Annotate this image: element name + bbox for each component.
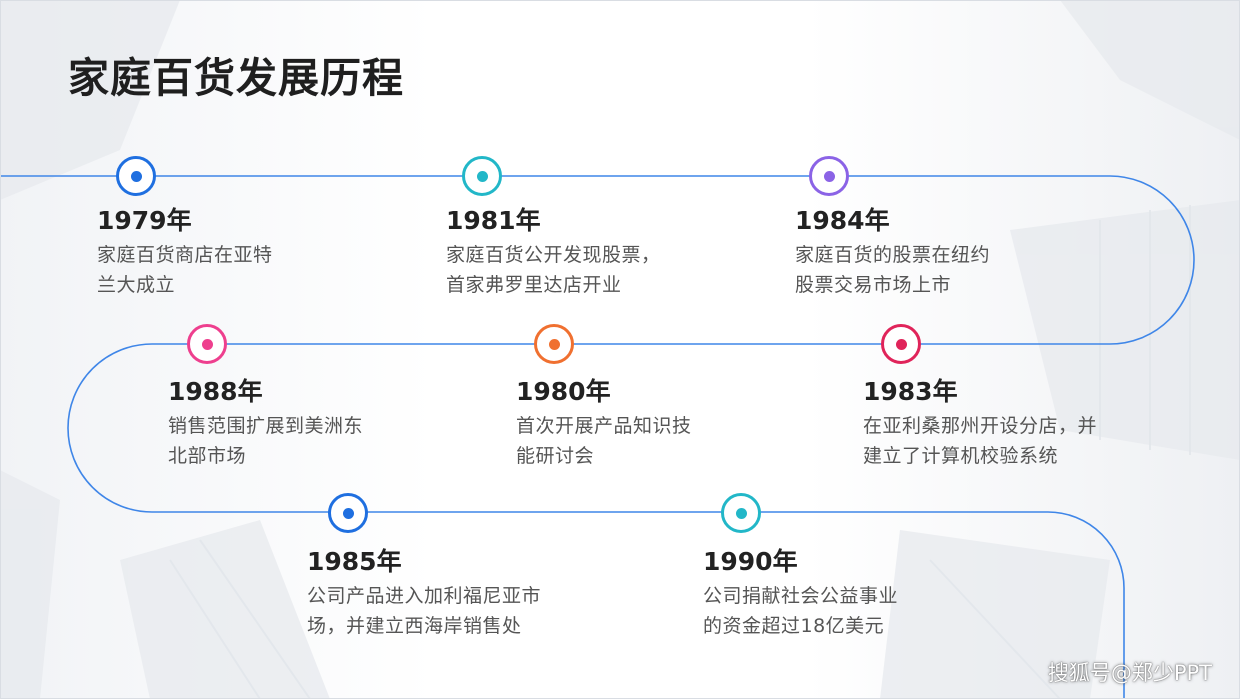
- milestone-description: 家庭百货的股票在纽约 股票交易市场上市: [795, 240, 990, 300]
- milestone-description-line: 在亚利桑那州开设分店，并: [863, 415, 1098, 437]
- milestone-year: 1988年: [168, 377, 263, 406]
- milestone-description-line: 能研讨会: [516, 445, 595, 467]
- milestone-description-line: 的资金超过18亿美元: [703, 615, 885, 637]
- node-dot: [895, 338, 907, 350]
- milestone-description: 公司捐献社会公益事业 的资金超过18亿美元: [703, 581, 898, 641]
- milestone-description: 销售范围扩展到美洲东 北部市场: [168, 411, 363, 471]
- milestone-1980: 1980年 首次开展产品知识技 能研讨会: [516, 377, 692, 471]
- timeline-node-1990: [721, 493, 761, 533]
- timeline-node-1985: [328, 493, 368, 533]
- milestone-description-line: 首家弗罗里达店开业: [446, 274, 622, 296]
- timeline-line: [0, 175, 1195, 699]
- page-title: 家庭百货发展历程: [68, 54, 404, 102]
- milestone-description: 公司产品进入加利福尼亚市 场，并建立西海岸销售处: [307, 581, 541, 641]
- node-dot: [201, 338, 213, 350]
- milestone-description-line: 场，并建立西海岸销售处: [307, 615, 522, 637]
- milestone-year: 1990年: [703, 547, 798, 576]
- timeline-node-1980: [534, 324, 574, 364]
- milestone-year: 1979年: [97, 206, 192, 235]
- node-dot: [476, 170, 488, 182]
- milestone-description-line: 股票交易市场上市: [795, 274, 952, 296]
- milestone-description: 家庭百货公开发现股票， 首家弗罗里达店开业: [446, 240, 661, 300]
- node-dot: [342, 507, 354, 519]
- milestone-year: 1983年: [863, 377, 958, 406]
- milestone-1983: 1983年 在亚利桑那州开设分店，并 建立了计算机校验系统: [863, 377, 1097, 471]
- milestone-1990: 1990年 公司捐献社会公益事业 的资金超过18亿美元: [703, 547, 898, 641]
- timeline-node-1981: [462, 156, 502, 196]
- node-dot: [823, 170, 835, 182]
- milestone-1981: 1981年 家庭百货公开发现股票， 首家弗罗里达店开业: [446, 206, 661, 300]
- timeline-node-1988: [187, 324, 227, 364]
- milestone-description-line: 首次开展产品知识技: [516, 415, 692, 437]
- milestone-description-line: 家庭百货商店在亚特: [97, 244, 273, 266]
- node-dot: [735, 507, 747, 519]
- milestone-year: 1984年: [795, 206, 890, 235]
- timeline-node-1984: [809, 156, 849, 196]
- milestone-description: 首次开展产品知识技 能研讨会: [516, 411, 692, 471]
- milestone-description-line: 建立了计算机校验系统: [863, 445, 1059, 467]
- milestone-1985: 1985年 公司产品进入加利福尼亚市 场，并建立西海岸销售处: [307, 547, 541, 641]
- milestone-1988: 1988年 销售范围扩展到美洲东 北部市场: [168, 377, 363, 471]
- milestone-description: 在亚利桑那州开设分店，并 建立了计算机校验系统: [863, 411, 1097, 471]
- milestone-description-line: 家庭百货公开发现股票，: [446, 244, 661, 266]
- timeline-node-1979: [116, 156, 156, 196]
- milestone-year: 1985年: [307, 547, 402, 576]
- milestone-1979: 1979年 家庭百货商店在亚特 兰大成立: [97, 206, 273, 300]
- milestone-description: 家庭百货商店在亚特 兰大成立: [97, 240, 273, 300]
- milestone-description-line: 公司捐献社会公益事业: [703, 585, 899, 607]
- node-dot: [548, 338, 560, 350]
- watermark: 搜狐号@郑少PPT: [1047, 661, 1212, 685]
- timeline-node-1983: [881, 324, 921, 364]
- milestone-description-line: 兰大成立: [97, 274, 176, 296]
- node-dot: [130, 170, 142, 182]
- milestone-1984: 1984年 家庭百货的股票在纽约 股票交易市场上市: [795, 206, 990, 300]
- milestone-year: 1981年: [446, 206, 541, 235]
- milestone-description-line: 销售范围扩展到美洲东: [168, 415, 364, 437]
- milestone-description-line: 北部市场: [168, 445, 247, 467]
- milestone-year: 1980年: [516, 377, 611, 406]
- milestone-description-line: 公司产品进入加利福尼亚市: [307, 585, 542, 607]
- milestone-description-line: 家庭百货的股票在纽约: [795, 244, 991, 266]
